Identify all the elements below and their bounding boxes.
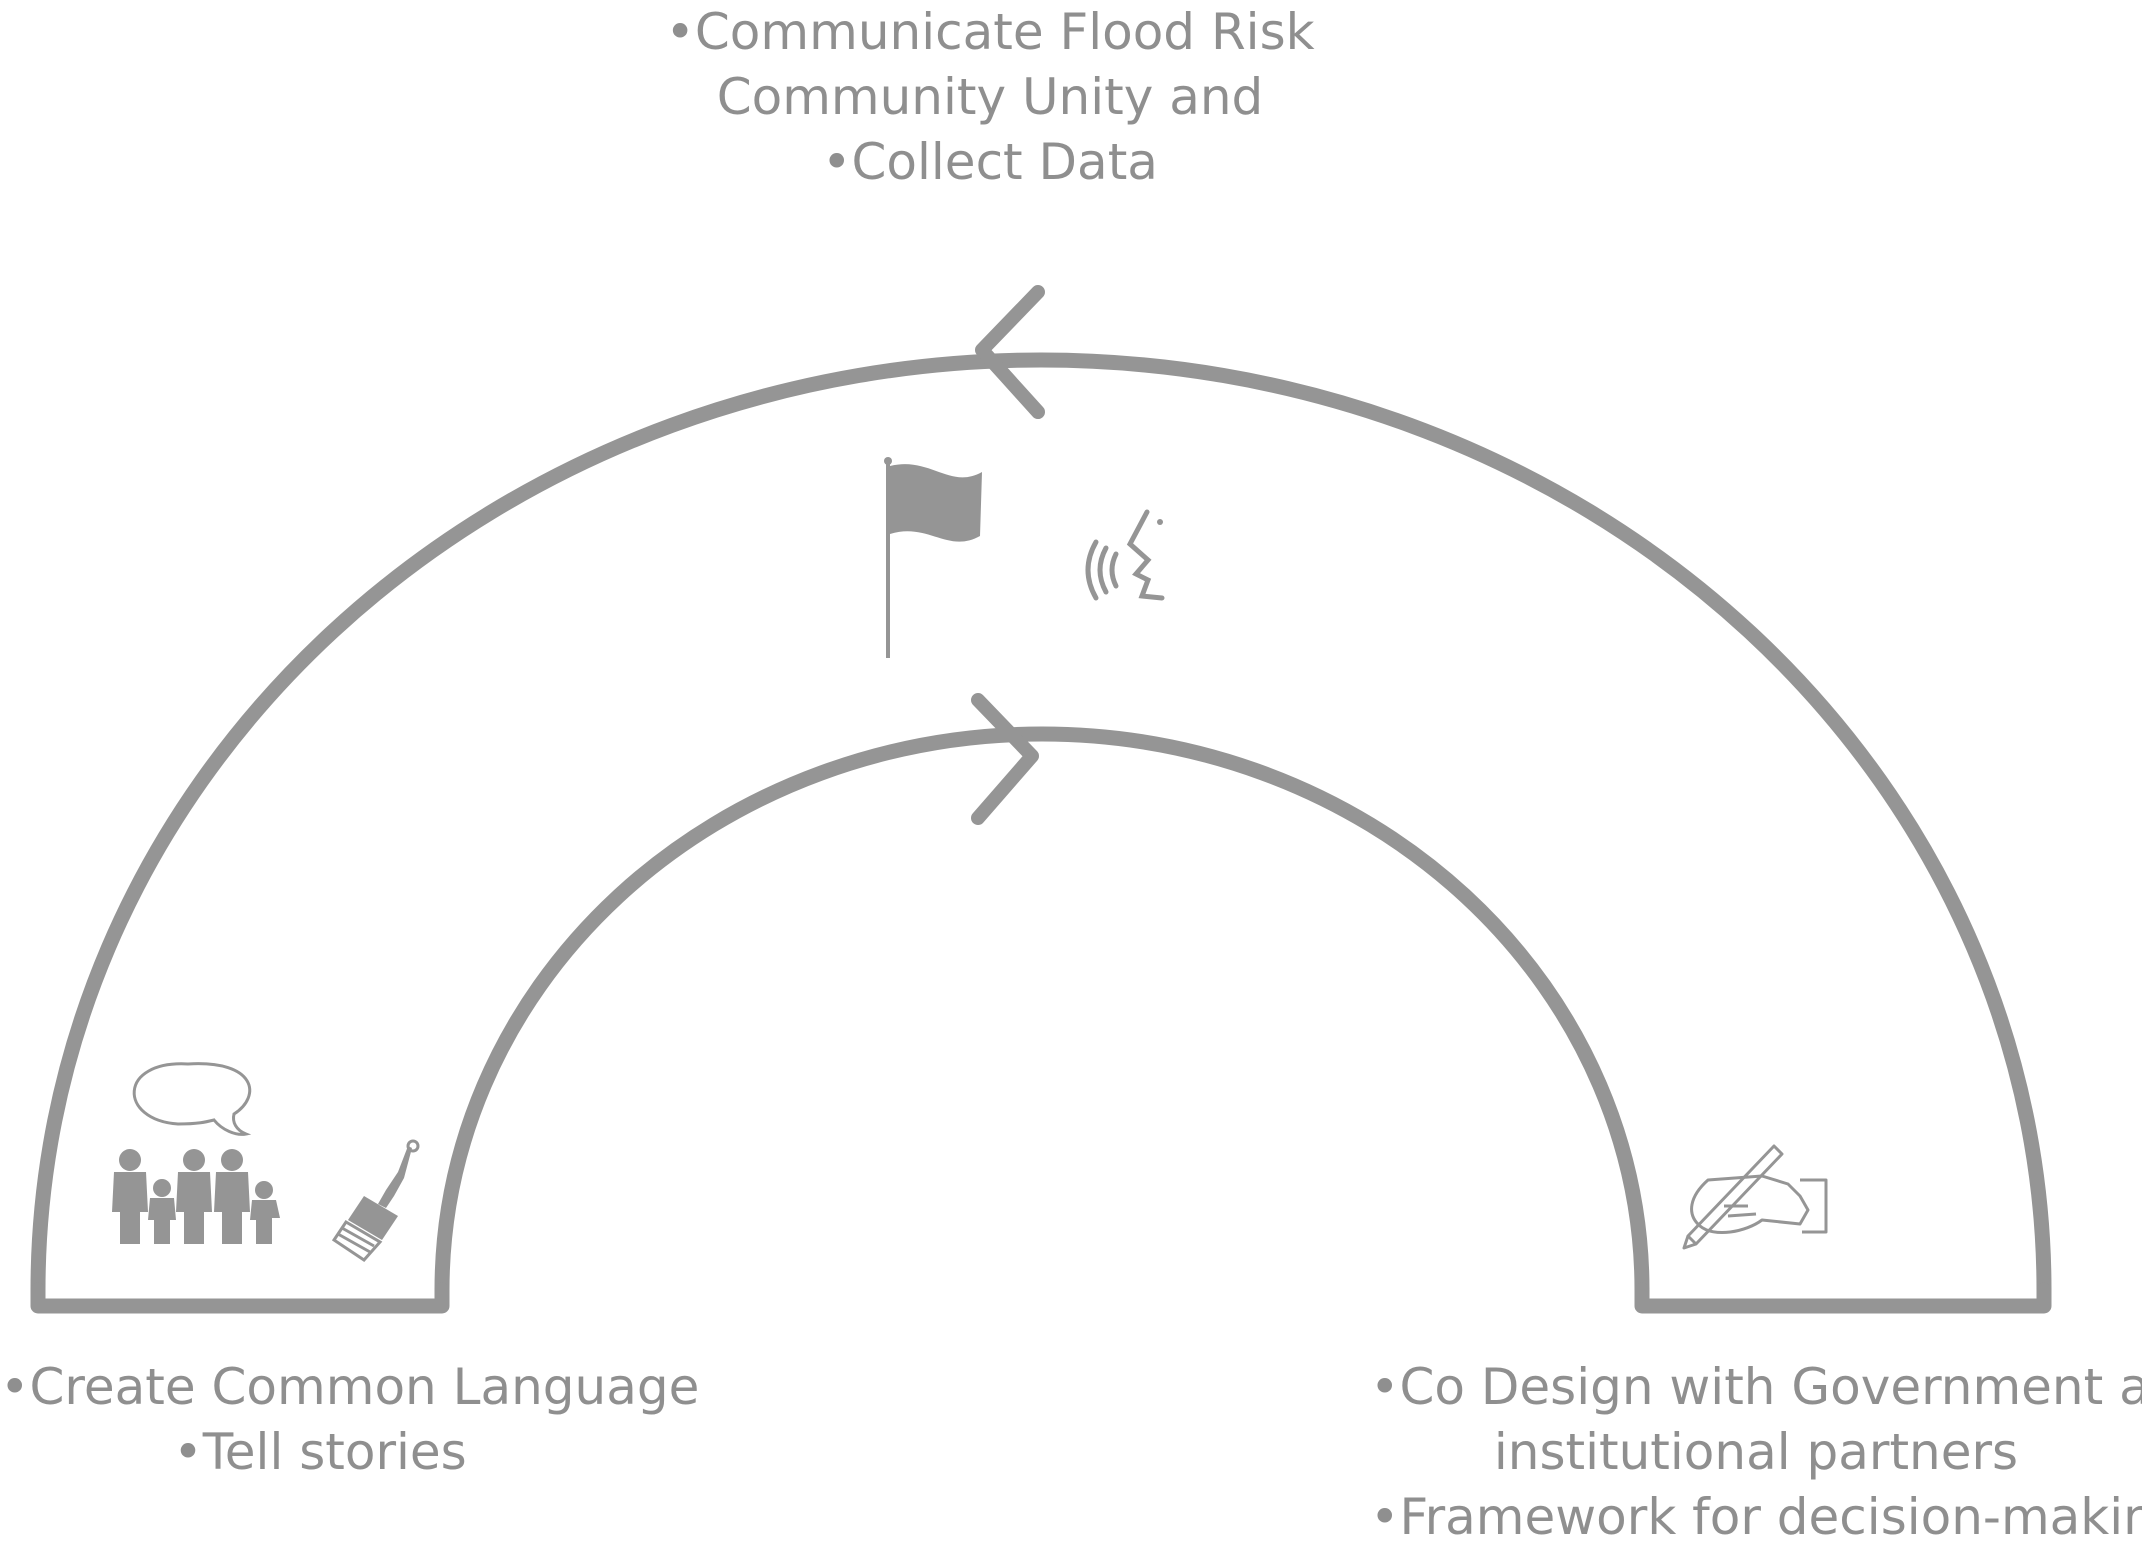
label-communicate-flood-risk: •Communicate Flood Risk: [665, 3, 1315, 61]
label-framework-decision-making: •Framework for decision-making.: [1370, 1488, 2142, 1546]
flag-icon: [884, 457, 982, 658]
right-foot: [1634, 1282, 2052, 1314]
left-foot: [30, 1282, 450, 1314]
label-community-unity: Community Unity and: [716, 68, 1264, 126]
hand-writing-pen-icon: [1682, 1144, 1828, 1250]
left-stage-labels: •Create Common Language •Tell stories: [0, 1355, 700, 1485]
outer-arc: [30, 352, 2052, 1298]
label-co-design: •Co Design with Government and: [1370, 1358, 2142, 1416]
speaking-face-icon: [1085, 509, 1165, 601]
outer-arrow-left-icon: [975, 285, 1045, 419]
label-tell-stories: •Tell stories: [173, 1423, 467, 1481]
paintbrush-icon: [331, 1139, 420, 1262]
label-create-common-language: •Create Common Language: [0, 1358, 700, 1416]
inner-arc: [434, 726, 1650, 1298]
top-stage-labels: •Communicate Flood Risk Community Unity …: [560, 0, 1420, 195]
right-stage-labels: •Co Design with Government and instituti…: [1370, 1355, 2142, 1550]
family-with-speech-bubble-icon: [112, 1062, 280, 1244]
inner-arrow-right-icon: [971, 693, 1039, 825]
label-collect-data: •Collect Data: [822, 133, 1158, 191]
label-institutional-partners: institutional partners: [1493, 1423, 2019, 1481]
